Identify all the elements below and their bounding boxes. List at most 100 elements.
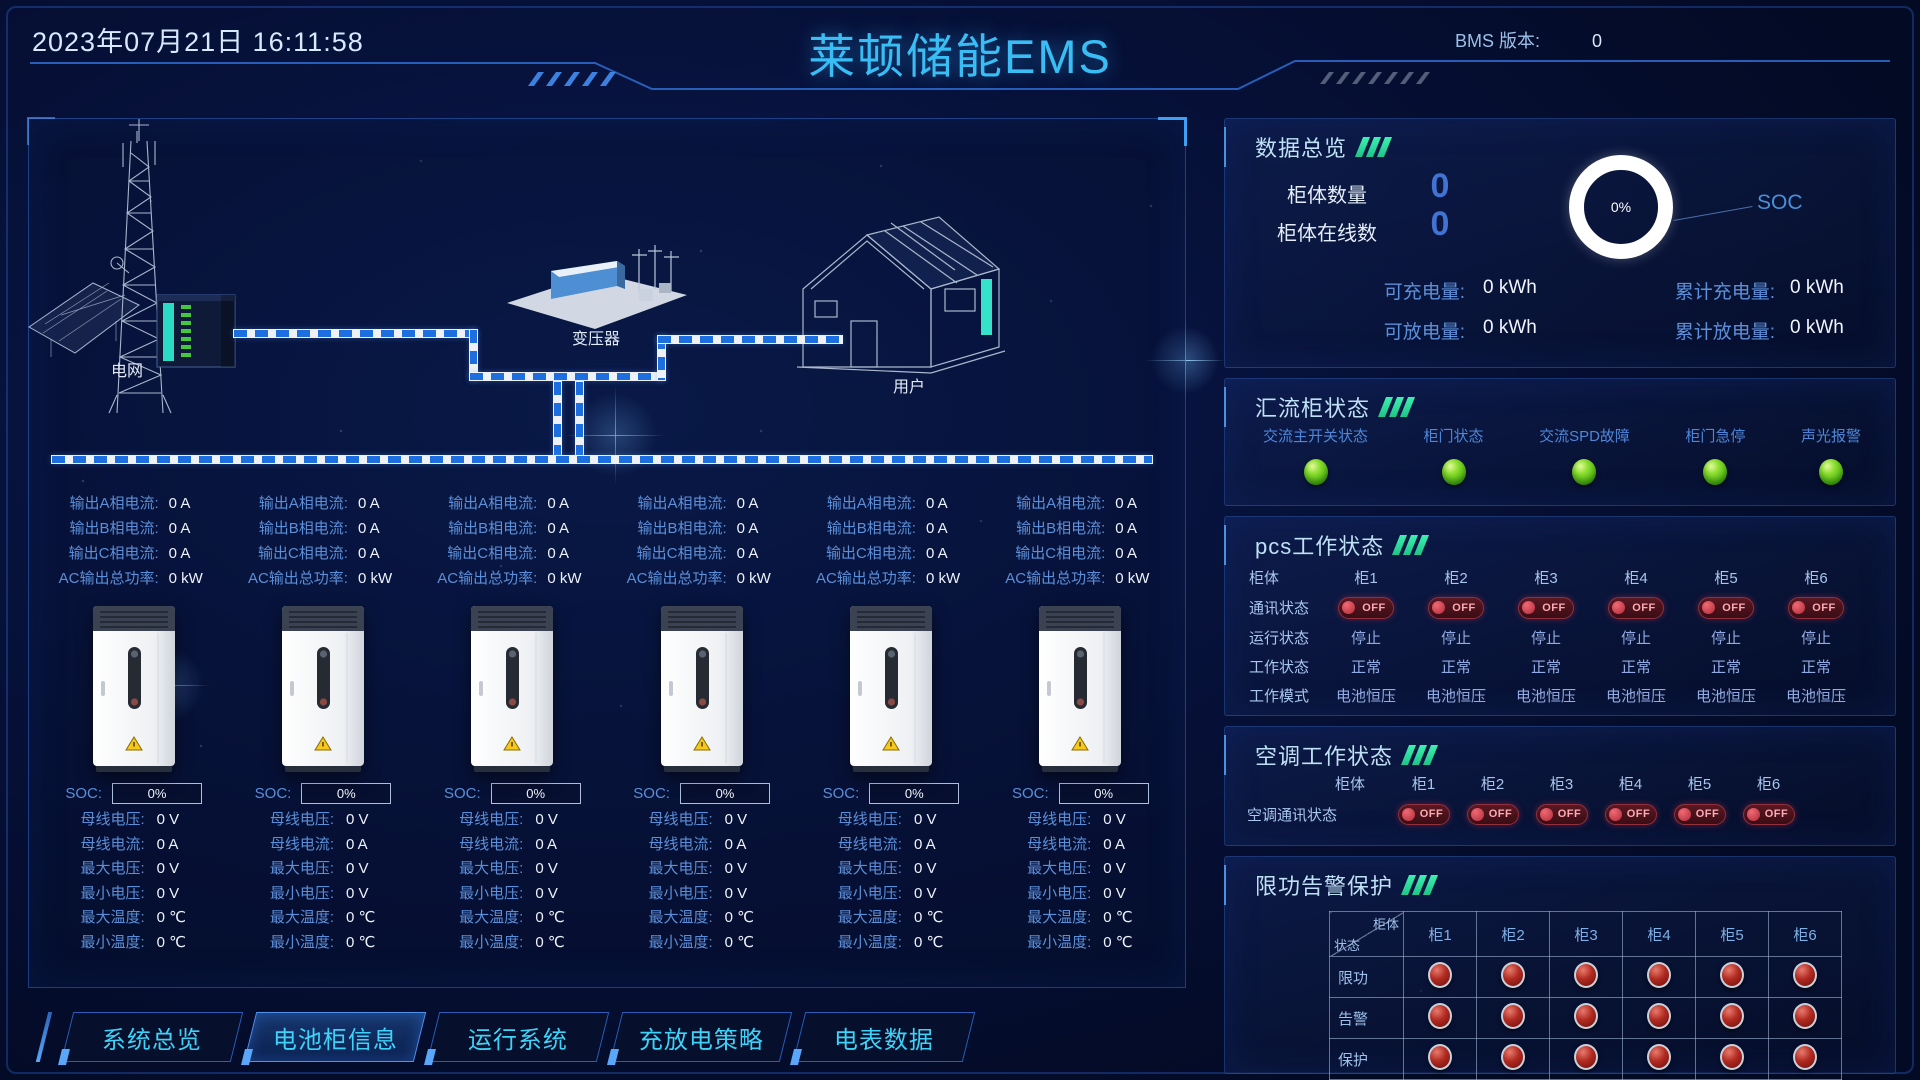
output-stat-row: 输出A相电流:0 A — [242, 491, 404, 516]
battery-cabinet-image — [277, 601, 369, 777]
indicator-cell — [1403, 956, 1477, 998]
aircon-comm-toggle[interactable]: OFF — [1397, 803, 1450, 825]
tab-meter-data[interactable]: 电表数据 — [792, 1012, 976, 1062]
stat-label: 最小电压: — [459, 884, 524, 902]
battery-stat-row: 母线电流:0 A — [67, 833, 201, 858]
stat-label: 最大温度: — [648, 909, 713, 926]
indicator-cell — [1622, 956, 1696, 998]
column-header: 柜6 — [1768, 911, 1842, 957]
tab-system-overview[interactable]: 系统总览 — [60, 1012, 244, 1062]
comm-status-toggle[interactable]: OFF — [1608, 596, 1664, 619]
aircon-comm-toggle[interactable]: OFF — [1466, 803, 1519, 825]
combiner-item: 交流主开关状态 — [1263, 425, 1368, 485]
comm-status-toggle[interactable]: OFF — [1518, 596, 1574, 619]
user-label: 用户 — [892, 379, 925, 396]
stat-value: 0 A — [1115, 520, 1137, 537]
total-charge-label: 累计充电量: — [1674, 282, 1775, 303]
battery-stat-row: 最小电压:0 V — [635, 882, 769, 907]
alarm-indicator-light — [1720, 1002, 1744, 1029]
toggle-cell: OFF — [1321, 596, 1411, 619]
column-header: 柜4 — [1622, 911, 1696, 957]
cabinet-online-value: 0 — [1430, 205, 1450, 243]
stat-label: 最小温度: — [648, 933, 713, 951]
output-stat-row: 输出C相电流:0 A — [999, 541, 1161, 566]
cabinet-count-label: 柜体数量 — [1287, 185, 1367, 207]
title-accent-icon — [1400, 875, 1439, 895]
tab-label: 电表数据 — [834, 1026, 934, 1054]
stat-value: 0 kW — [925, 570, 961, 587]
status-indicator-light — [1441, 459, 1466, 485]
power-line — [553, 381, 562, 457]
stat-label: 最小电压: — [648, 884, 713, 902]
stat-label: AC输出总功率: — [58, 570, 159, 587]
title-accent-icon — [1392, 535, 1430, 555]
aircon-comm-toggle[interactable]: OFF — [1673, 803, 1726, 825]
comm-status-toggle[interactable]: OFF — [1698, 596, 1754, 619]
indicator-cell — [1695, 956, 1769, 998]
stat-label: AC输出总功率: — [437, 570, 538, 587]
aircon-comm-toggle[interactable]: OFF — [1604, 803, 1657, 825]
status-indicator-light — [1818, 459, 1843, 485]
stat-label: 输出A相电流: — [258, 495, 348, 512]
toggle-knob — [1470, 807, 1484, 821]
toggle-cell: OFF — [1411, 596, 1501, 619]
grid-cabinet-illustration — [156, 294, 236, 368]
battery-stat-row: 最大电压:0 V — [445, 857, 579, 882]
stat-value: 0 kW — [357, 570, 393, 587]
stat-label: AC输出总功率: — [1005, 570, 1106, 587]
stat-value: 0 A — [547, 545, 569, 562]
battery-stat-row: 母线电流:0 A — [256, 833, 390, 858]
aircon-comm-toggle[interactable]: OFF — [1535, 803, 1588, 825]
combiner-item-label: 柜门急停 — [1685, 428, 1746, 445]
tab-charge-discharge-strategy[interactable]: 充放电策略 — [609, 1012, 793, 1062]
column-header: 柜5 — [1714, 570, 1738, 587]
stat-label: 输出B相电流: — [448, 520, 538, 537]
comm-status-toggle[interactable]: OFF — [1788, 596, 1844, 619]
stat-value: 0 V — [535, 860, 558, 877]
power-line — [233, 329, 477, 338]
comm-status-toggle[interactable]: OFF — [1338, 596, 1394, 619]
column-header-cabinet: 柜体 — [1334, 775, 1365, 793]
combiner-item: 柜门急停 — [1685, 425, 1745, 485]
tab-operation-system[interactable]: 运行系统 — [426, 1012, 610, 1062]
battery-stat-row: 最大电压:0 V — [635, 857, 769, 882]
tab-battery-cabinet-info[interactable]: 电池柜信息 — [243, 1012, 427, 1062]
cabinet-online-label: 柜体在线数 — [1277, 223, 1377, 245]
stat-label: 最大电压: — [80, 860, 145, 877]
aircon-comm-toggle[interactable]: OFF — [1742, 803, 1795, 825]
battery-stat-row: 最大温度:0 ℃ — [635, 906, 769, 931]
stat-value: 0 A — [925, 495, 948, 512]
stat-label: 最小电压: — [269, 884, 334, 902]
output-stat-row: 输出B相电流:0 A — [621, 516, 783, 541]
battery-cabinet-svg — [92, 606, 175, 772]
toggle-state-label: OFF — [1626, 808, 1651, 820]
stat-label: 最大电压: — [269, 860, 334, 877]
combiner-item: 声光报警 — [1801, 425, 1861, 485]
power-line — [469, 329, 478, 381]
panel-title: 空调工作状态 — [1255, 744, 1394, 769]
toggle-cell: OFF — [1596, 803, 1665, 825]
soc-row: SOC:0% — [823, 783, 960, 804]
panel-title: 数据总览 — [1255, 136, 1348, 161]
indicator-cell — [1768, 1038, 1842, 1080]
stat-label: AC输出总功率: — [247, 570, 348, 587]
stat-value: 0 A — [1115, 545, 1137, 562]
stat-value: 0 A — [1103, 835, 1125, 853]
soc-row: SOC:0% — [633, 783, 770, 804]
column-header: 柜2 — [1444, 570, 1468, 587]
comm-status-toggle[interactable]: OFF — [1428, 596, 1484, 619]
toggle-state-label: OFF — [1362, 601, 1386, 614]
combiner-item-label: 交流SPD故障 — [1539, 428, 1630, 445]
soc-row: SOC:0% — [65, 783, 202, 804]
output-stat-row: 输出B相电流:0 A — [242, 516, 404, 541]
stat-label: 最大温度: — [837, 909, 902, 926]
corner-header-top: 柜体 — [1372, 917, 1399, 932]
status-text: 电池恒压 — [1785, 688, 1846, 705]
battery-stat-row: 最小温度:0 ℃ — [445, 931, 579, 956]
alarm-indicator-light — [1574, 1002, 1598, 1029]
